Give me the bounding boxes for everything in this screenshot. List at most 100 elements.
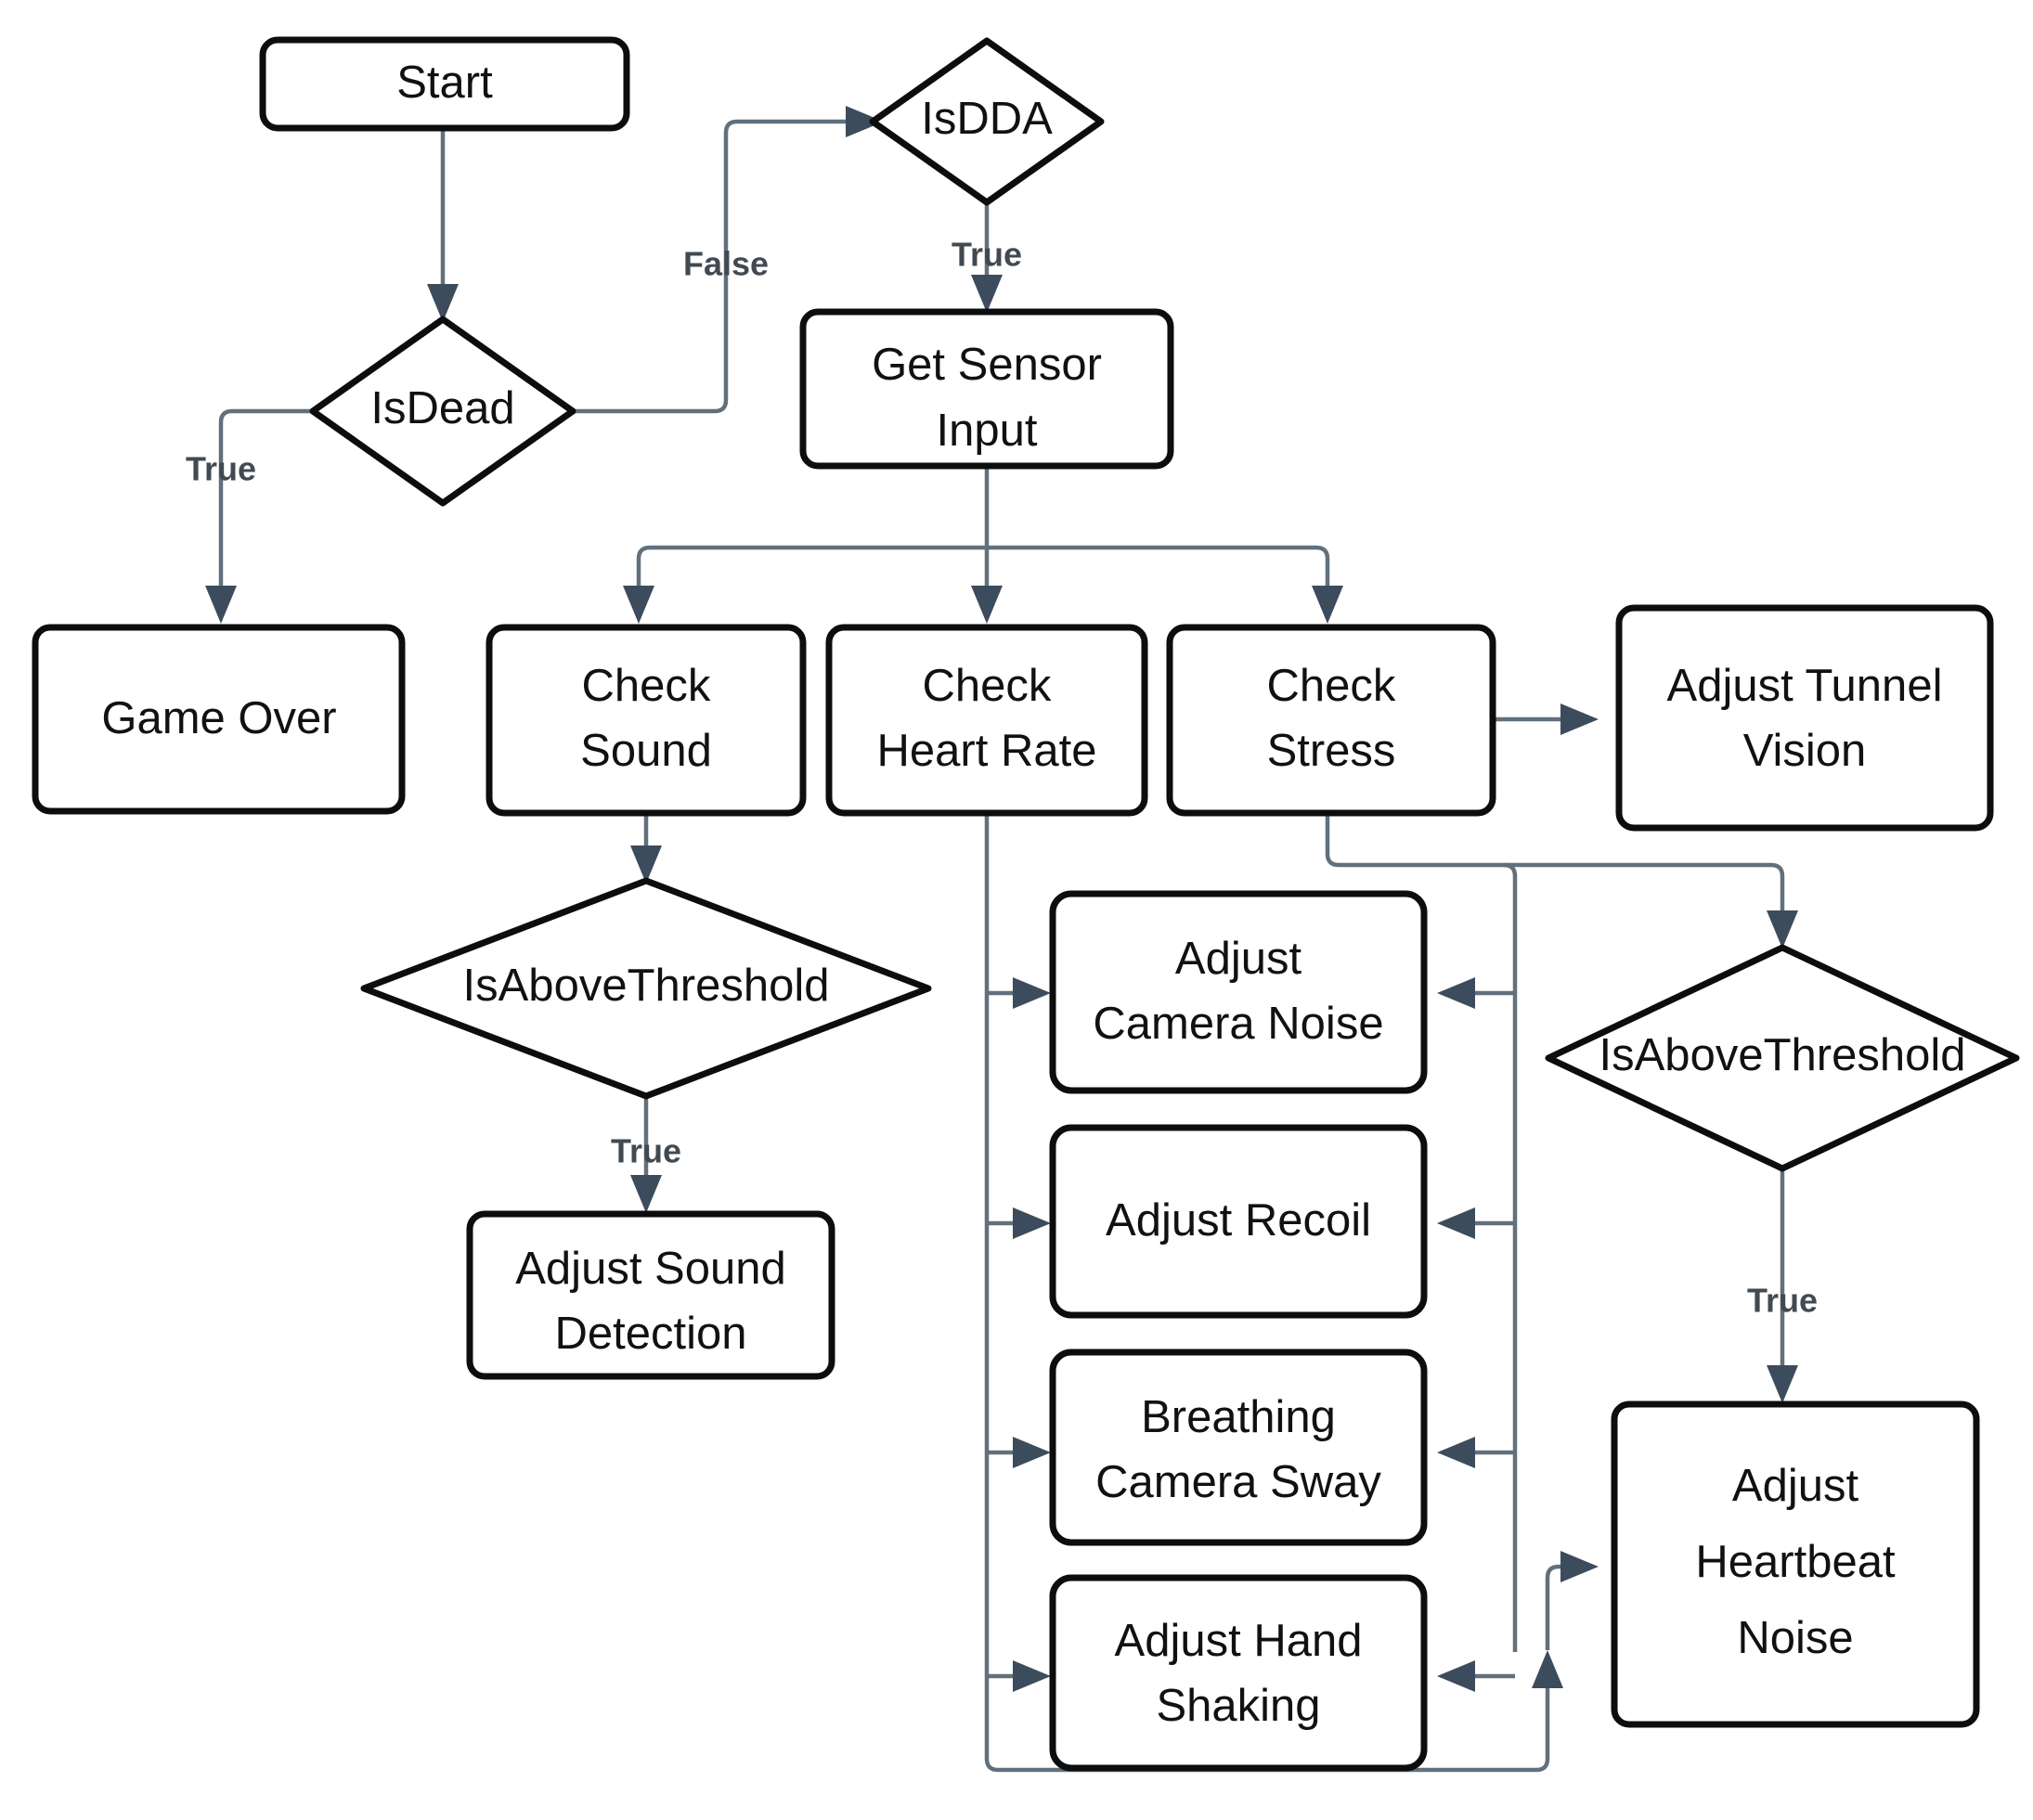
node-adjust-tunnel-vision[interactable]: Adjust Tunnel Vision <box>1615 604 1994 832</box>
arrowhead-camerasway-right <box>1437 1437 1475 1468</box>
arrowhead-heartbeat-top <box>1767 1365 1798 1403</box>
isdda-diamond[interactable] <box>869 37 1105 206</box>
gameover-box[interactable] <box>32 624 406 815</box>
edge-label-true-isdda: True <box>952 236 1022 274</box>
cameranoise-box[interactable] <box>1049 890 1428 1094</box>
cameranoise-label-line1: Adjust <box>1175 934 1302 984</box>
sounddetection-box[interactable] <box>466 1210 835 1380</box>
tunnelvision-box[interactable] <box>1615 604 1994 832</box>
node-check-sound[interactable]: Check Sound <box>486 624 807 817</box>
handshaking-box[interactable] <box>1049 1574 1428 1772</box>
node-breathing-camera-sway[interactable]: Breathing Camera Sway <box>1049 1349 1428 1546</box>
isdead-label: IsDead <box>370 383 514 433</box>
node-adjust-camera-noise[interactable]: Adjust Camera Noise <box>1049 890 1428 1094</box>
arrowhead-getsensor-top <box>971 275 1003 313</box>
node-get-sensor-input[interactable]: Get Sensor Input <box>799 308 1174 470</box>
recoil-label: Adjust Recoil <box>1106 1195 1371 1246</box>
arrowhead-heartbeat-left <box>1560 1551 1599 1582</box>
arrowhead-recoil-left <box>1013 1207 1051 1239</box>
edge-label-true-threshold-stress: True <box>1747 1282 1818 1320</box>
threshold-sound-label: IsAboveThreshold <box>463 961 830 1011</box>
cameranoise-label-line2: Camera Noise <box>1093 999 1383 1049</box>
edge-label-false-isdead: False <box>683 245 769 283</box>
node-adjust-heartbeat-noise[interactable]: Adjust Heartbeat Noise <box>1611 1400 1980 1728</box>
node-layer: Start IsDead IsDDA Game Over Get Sensor … <box>32 36 2020 1772</box>
edge-to-heartbeat-left <box>1545 1564 1578 1650</box>
edge-isdead-to-gameover <box>218 408 313 603</box>
arrowhead-sounddetection-top <box>630 1175 662 1213</box>
checkstress-label-line1: Check <box>1267 661 1396 711</box>
arrowhead-threshold-stress-top <box>1767 910 1798 949</box>
start-box[interactable] <box>259 36 630 132</box>
recoil-box[interactable] <box>1049 1124 1428 1319</box>
start-label: Start <box>396 58 493 108</box>
node-is-above-threshold-stress[interactable]: IsAboveThreshold <box>1545 944 2020 1172</box>
checkheartrate-box[interactable] <box>825 624 1148 817</box>
node-start[interactable]: Start <box>259 36 630 132</box>
handshaking-label-line2: Shaking <box>1156 1681 1320 1731</box>
threshold-stress-label: IsAboveThreshold <box>1599 1030 1966 1080</box>
camerasway-box[interactable] <box>1049 1349 1428 1546</box>
arrowhead-handshaking-right <box>1437 1660 1475 1692</box>
arrowhead-threshold-sound-top <box>630 845 662 884</box>
arrowhead-checksound-top <box>623 586 654 624</box>
tunnelvision-label-line1: Adjust Tunnel <box>1667 661 1943 711</box>
node-adjust-recoil[interactable]: Adjust Recoil <box>1049 1124 1428 1319</box>
edge-checkstress-to-threshold-stress <box>1504 862 1785 928</box>
arrowhead-handshaking-left <box>1013 1660 1051 1692</box>
heartbeatnoise-label-line2: Heartbeat <box>1695 1537 1896 1587</box>
arrowhead-checkstress-top <box>1312 586 1343 624</box>
edge-label-true-isdead: True <box>186 450 256 488</box>
node-is-dda[interactable]: IsDDA <box>869 37 1105 206</box>
camerasway-label-line2: Camera Sway <box>1095 1457 1381 1507</box>
arrowhead-checkheart-top <box>971 586 1003 624</box>
checkheartrate-label-line1: Check <box>923 661 1052 711</box>
isdead-diamond[interactable] <box>309 316 576 507</box>
node-adjust-hand-shaking[interactable]: Adjust Hand Shaking <box>1049 1574 1428 1772</box>
edge-label-layer: False True True True True <box>186 236 1818 1320</box>
heartbeatnoise-label-line3: Noise <box>1737 1613 1853 1663</box>
edge-isdead-to-isdda <box>573 119 863 414</box>
gameover-label: Game Over <box>101 693 336 743</box>
arrowhead-tunnelvision-left <box>1560 703 1599 735</box>
checkstress-label-line2: Stress <box>1267 726 1396 776</box>
getsensor-label-line1: Get Sensor <box>872 340 1102 390</box>
sounddetection-label-line1: Adjust Sound <box>515 1244 786 1294</box>
arrowhead-gameover-top <box>205 586 237 624</box>
handshaking-label-line1: Adjust Hand <box>1115 1616 1363 1666</box>
checksound-label-line2: Sound <box>580 726 712 776</box>
threshold-sound-diamond[interactable] <box>360 877 932 1100</box>
arrowhead-camerasway-left <box>1013 1437 1051 1468</box>
checksound-label-line1: Check <box>582 661 711 711</box>
node-adjust-sound-detection[interactable]: Adjust Sound Detection <box>466 1210 835 1380</box>
node-check-stress[interactable]: Check Stress <box>1166 624 1496 817</box>
arrowhead-recoil-right <box>1437 1207 1475 1239</box>
edge-checkstress-down-right <box>1325 815 1504 868</box>
arrowhead-loop-return <box>1532 1650 1563 1688</box>
arrowhead-isdead-top <box>427 284 459 322</box>
edge-stress-right-rail <box>1503 862 1518 1652</box>
camerasway-label-line1: Breathing <box>1141 1392 1336 1442</box>
node-is-dead[interactable]: IsDead <box>309 316 576 507</box>
arrowhead-isdda-left <box>846 106 884 137</box>
checkstress-box[interactable] <box>1166 624 1496 817</box>
arrowhead-cameranoise-right <box>1437 977 1475 1009</box>
sounddetection-label-line2: Detection <box>554 1309 746 1359</box>
edge-getsensor-to-checkstress <box>987 545 1330 603</box>
node-is-above-threshold-sound[interactable]: IsAboveThreshold <box>360 877 932 1100</box>
node-game-over[interactable]: Game Over <box>32 624 406 815</box>
checksound-box[interactable] <box>486 624 807 817</box>
checkheartrate-label-line2: Heart Rate <box>877 726 1097 776</box>
edge-label-true-threshold-sound: True <box>611 1132 681 1170</box>
getsensor-box[interactable] <box>799 308 1174 470</box>
edge-getsensor-to-checksound <box>636 545 987 603</box>
heartbeatnoise-label-line1: Adjust <box>1732 1461 1859 1511</box>
heartbeatnoise-box[interactable] <box>1611 1400 1980 1728</box>
isdda-label: IsDDA <box>921 94 1053 144</box>
getsensor-label-line2: Input <box>937 406 1038 456</box>
node-check-heart-rate[interactable]: Check Heart Rate <box>825 624 1148 817</box>
threshold-stress-diamond[interactable] <box>1545 944 2020 1172</box>
tunnelvision-label-line2: Vision <box>1743 726 1867 776</box>
